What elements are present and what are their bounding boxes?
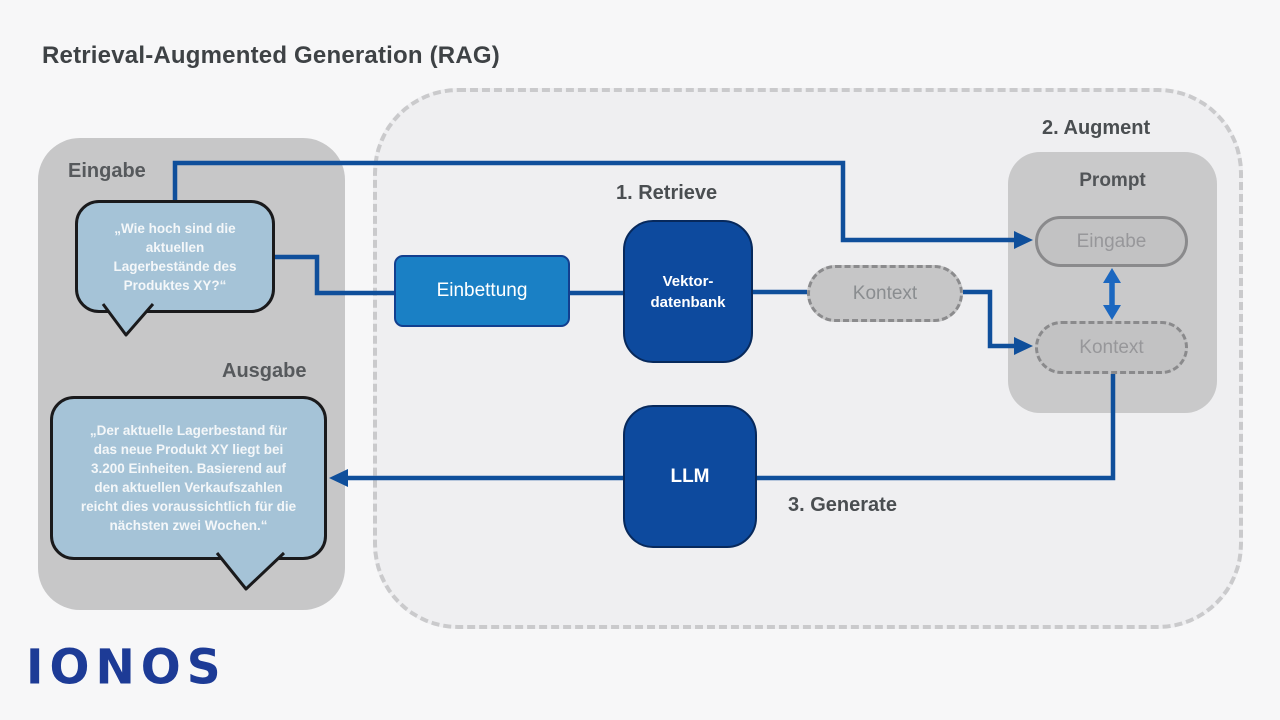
ionos-logo: IONOS bbox=[26, 639, 227, 696]
step-label-retrieve: 1. Retrieve bbox=[616, 182, 718, 204]
input-speech-bubble-text: „Wie hoch sind die aktuellen Lagerbestän… bbox=[113, 220, 237, 293]
llm-node: LLM bbox=[623, 405, 757, 548]
context-node-label: Kontext bbox=[852, 282, 918, 304]
step-label-augment: 2. Augment bbox=[1042, 117, 1151, 139]
embedding-node-label: Einbettung bbox=[436, 280, 528, 301]
prompt-context-box: Kontext bbox=[1035, 321, 1188, 374]
prompt-input-box: Eingabe bbox=[1035, 216, 1188, 267]
llm-node-label: LLM bbox=[670, 465, 710, 487]
input-speech-bubble: „Wie hoch sind die aktuellen Lagerbestän… bbox=[75, 200, 275, 313]
prompt-panel: Prompt Eingabe Kontext bbox=[1008, 152, 1217, 413]
prompt-context-box-label: Kontext bbox=[1079, 336, 1144, 358]
context-node: Kontext bbox=[807, 265, 963, 322]
step-label-generate: 3. Generate bbox=[788, 494, 897, 516]
output-section-label: Ausgabe bbox=[222, 360, 307, 382]
prompt-panel-label: Prompt bbox=[1079, 170, 1146, 191]
vector-database-label-line2: datenbank bbox=[650, 293, 726, 311]
embedding-node: Einbettung bbox=[394, 255, 570, 327]
input-section-label: Eingabe bbox=[68, 160, 146, 182]
page-title: Retrieval-Augmented Generation (RAG) bbox=[42, 42, 500, 69]
io-panel: Eingabe „Wie hoch sind die aktuellen Lag… bbox=[38, 138, 345, 610]
vector-database-label-line1: Vektor- bbox=[662, 272, 714, 290]
vector-database-node: Vektor- datenbank bbox=[623, 220, 753, 363]
output-speech-bubble: „Der aktuelle Lagerbestand für das neue … bbox=[50, 396, 327, 560]
output-speech-bubble-text: „Der aktuelle Lagerbestand für das neue … bbox=[80, 423, 297, 533]
prompt-input-box-label: Eingabe bbox=[1076, 230, 1147, 252]
